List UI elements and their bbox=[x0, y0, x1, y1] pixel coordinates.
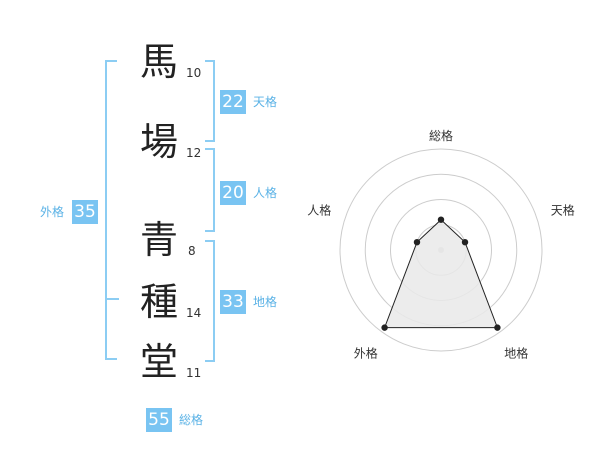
tenkaku-bracket bbox=[205, 60, 215, 142]
radar-ring-4 bbox=[339, 148, 543, 352]
jinkaku-label: 人格 bbox=[253, 186, 278, 200]
name-char-4: 種 bbox=[140, 280, 179, 324]
stroke-count-4: 14 bbox=[186, 306, 202, 320]
soukaku-label: 総格 bbox=[179, 413, 204, 427]
gaikaku-label: 外格 bbox=[40, 205, 65, 219]
radar-series-polygon bbox=[383, 219, 499, 329]
radar-axis-label-2: 天格 bbox=[551, 202, 575, 217]
radar-axis-label-1: 総格 bbox=[429, 128, 453, 143]
radar-axis-label-4: 外格 bbox=[354, 346, 378, 361]
gaikaku-bracket-tick bbox=[105, 298, 119, 300]
chikaku-value-badge: 33 bbox=[220, 290, 246, 314]
stroke-count-3: 8 bbox=[188, 244, 196, 258]
radar-point-2 bbox=[461, 238, 469, 246]
radar-point-5 bbox=[413, 238, 421, 246]
radar-point-3 bbox=[494, 324, 501, 331]
name-char-5: 堂 bbox=[140, 340, 179, 384]
stroke-count-5: 11 bbox=[186, 366, 202, 380]
gaikaku-value-badge: 35 bbox=[72, 200, 98, 224]
radar-axis-label-5: 人格 bbox=[307, 202, 331, 217]
chikaku-label: 地格 bbox=[253, 295, 278, 309]
radar-point-1 bbox=[437, 216, 445, 223]
name-char-2: 場 bbox=[140, 120, 179, 164]
radar-point-4 bbox=[381, 324, 388, 331]
stroke-count-1: 10 bbox=[186, 66, 202, 80]
tenkaku-value-badge: 22 bbox=[220, 90, 246, 114]
jinkaku-bracket bbox=[205, 148, 215, 232]
name-char-3: 青 bbox=[140, 218, 179, 262]
stroke-count-2: 12 bbox=[186, 146, 202, 160]
jinkaku-value-badge: 20 bbox=[220, 181, 246, 205]
tenkaku-label: 天格 bbox=[253, 95, 278, 109]
gaikaku-bracket bbox=[105, 60, 117, 360]
chikaku-bracket bbox=[205, 240, 215, 362]
radar-axis-label-3: 地格 bbox=[504, 346, 528, 361]
name-char-1: 馬 bbox=[140, 40, 179, 84]
soukaku-value-badge: 55 bbox=[146, 408, 172, 432]
